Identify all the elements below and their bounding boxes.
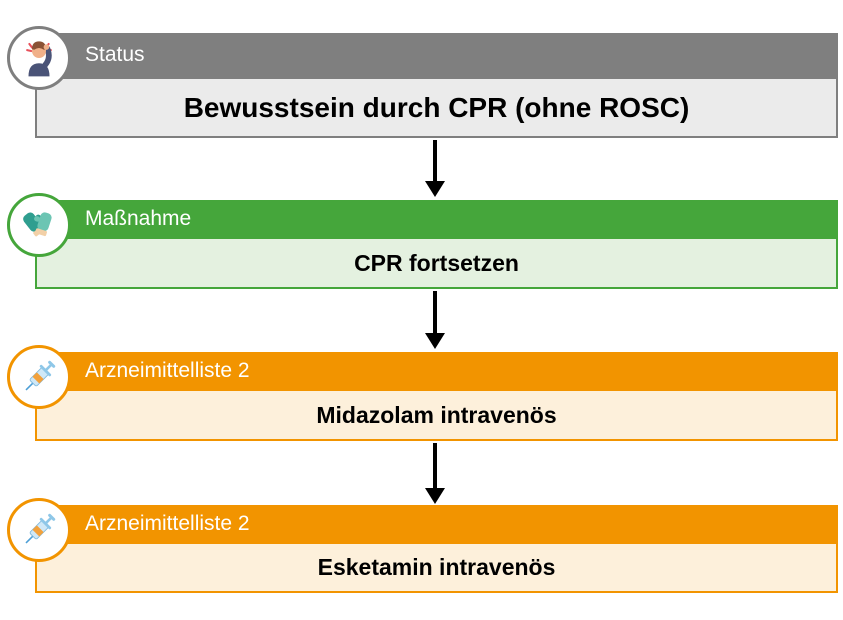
step-content-label: Esketamin intravenös bbox=[317, 554, 556, 580]
syringe-icon bbox=[7, 498, 71, 562]
medical-gloves-icon bbox=[7, 193, 71, 257]
step-header-label: Arzneimittelliste 2 bbox=[85, 511, 250, 535]
step-header: Arzneimittelliste 2 bbox=[35, 505, 838, 542]
step-content: CPR fortsetzen bbox=[35, 237, 838, 289]
step-header-label: Maßnahme bbox=[85, 206, 192, 230]
step-header-label: Status bbox=[85, 43, 145, 66]
dizzy-person-icon bbox=[7, 26, 71, 90]
step-header: Maßnahme bbox=[35, 200, 838, 237]
arrow-shaft bbox=[433, 291, 437, 333]
arrow-shaft bbox=[433, 140, 437, 181]
step-arzneimittelliste-esketamin: Arzneimittelliste 2 Esketamin intravenös bbox=[7, 498, 838, 593]
flow-arrow-down bbox=[425, 443, 445, 504]
arrow-shaft bbox=[433, 443, 437, 488]
step-content: Midazolam intravenös bbox=[35, 389, 838, 441]
step-header-label: Arzneimittelliste 2 bbox=[85, 358, 250, 382]
arrow-head bbox=[425, 488, 445, 504]
step-massnahme: Maßnahme CPR fortsetzen bbox=[7, 193, 838, 289]
step-content: Bewusstsein durch CPR (ohne ROSC) bbox=[35, 77, 838, 138]
syringe-icon bbox=[7, 345, 71, 409]
flow-arrow-down bbox=[425, 291, 445, 349]
step-status: Status Bewusstsein durch CPR (ohne ROSC) bbox=[7, 26, 838, 138]
arrow-head bbox=[425, 333, 445, 349]
step-header: Status bbox=[35, 33, 838, 77]
step-content: Esketamin intravenös bbox=[35, 542, 838, 593]
step-content-label: Bewusstsein durch CPR (ohne ROSC) bbox=[183, 91, 690, 123]
flow-arrow-down bbox=[425, 140, 445, 197]
step-content-label: CPR fortsetzen bbox=[354, 249, 519, 276]
arrow-head bbox=[425, 181, 445, 197]
step-content-label: Midazolam intravenös bbox=[316, 401, 557, 428]
step-header: Arzneimittelliste 2 bbox=[35, 352, 838, 389]
step-arzneimittelliste-midazolam: Arzneimittelliste 2 Midazolam intravenös bbox=[7, 345, 838, 441]
